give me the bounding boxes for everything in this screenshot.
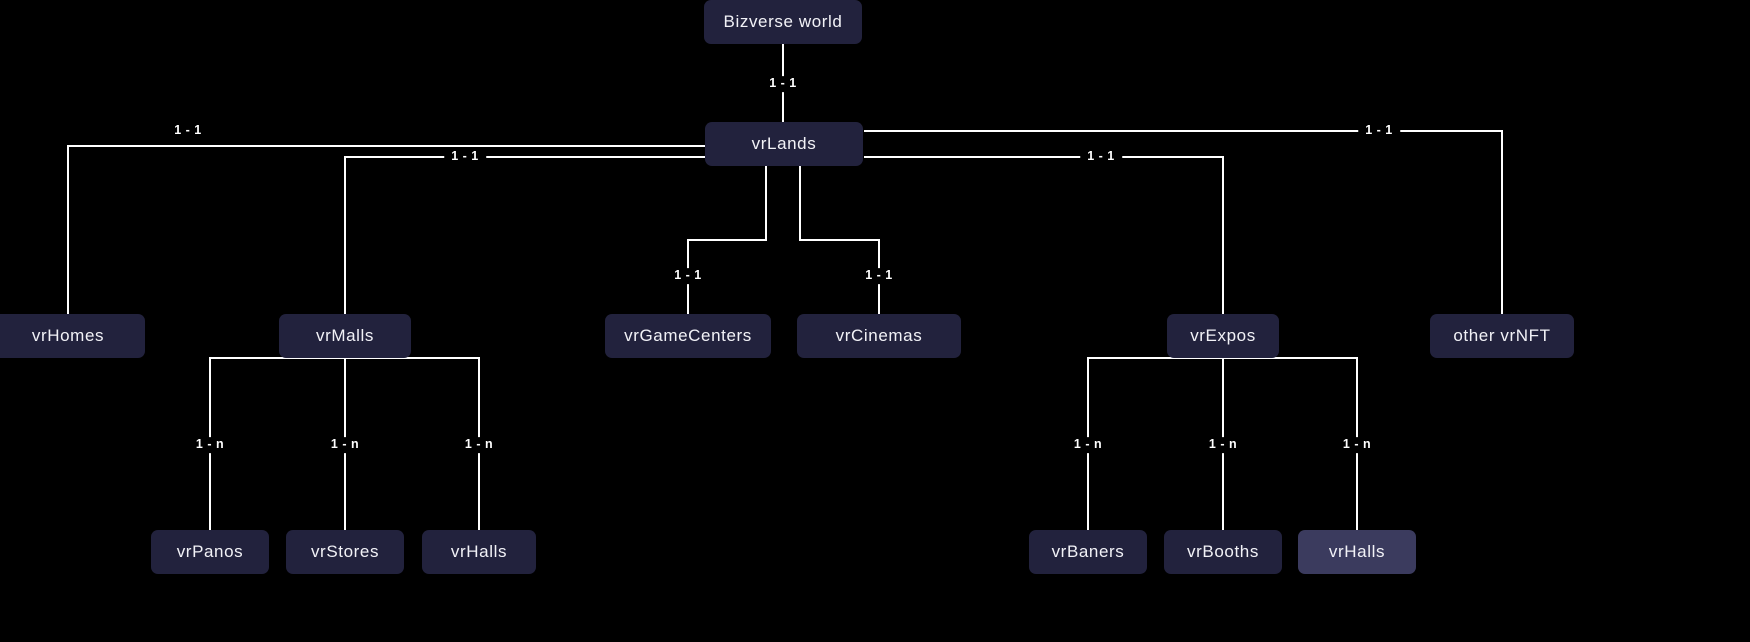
node-vrmalls[interactable]: vrMalls xyxy=(279,314,411,358)
edge-label-e-vrmalls-vrstores: 1 - n xyxy=(323,437,367,453)
node-vrbaners[interactable]: vrBaners xyxy=(1029,530,1147,574)
edge-label-e-vrlands-vrmalls: 1 - 1 xyxy=(444,149,486,165)
node-vrcinemas[interactable]: vrCinemas xyxy=(797,314,961,358)
connector-line xyxy=(67,145,784,336)
node-vrlands[interactable]: vrLands xyxy=(705,122,863,166)
edge-label-e-vrlands-vrhomes: 1 - 1 xyxy=(167,123,209,139)
node-label: vrPanos xyxy=(176,542,244,561)
node-vrgamecenters[interactable]: vrGameCenters xyxy=(605,314,771,358)
connector-line xyxy=(799,166,880,336)
node-vrhomes[interactable]: vrHomes xyxy=(0,314,145,358)
node-label: vrHalls xyxy=(450,542,508,561)
node-label: vrGameCenters xyxy=(624,326,752,345)
edge-label-e-bizverse-vrlands: 1 - 1 xyxy=(762,76,804,92)
connector-line xyxy=(345,357,480,552)
node-label: vrHomes xyxy=(31,326,105,345)
edge-label-e-vrlands-vrexpos: 1 - 1 xyxy=(1080,149,1122,165)
node-vrhalls_mall[interactable]: vrHalls xyxy=(422,530,536,574)
node-label: Bizverse world xyxy=(723,12,843,31)
node-label: vrMalls xyxy=(315,326,375,345)
node-vrbooths[interactable]: vrBooths xyxy=(1164,530,1282,574)
node-label: vrBaners xyxy=(1051,542,1125,561)
edge-label-e-vrlands-othervrnft: 1 - 1 xyxy=(1358,123,1400,139)
node-label: vrExpos xyxy=(1190,326,1256,345)
edge-label-e-vrlands-vrgamecenters: 1 - 1 xyxy=(667,268,709,284)
edge-label-e-vrmalls-vrpanos: 1 - n xyxy=(188,437,232,453)
connector-line xyxy=(1223,357,1358,552)
connector-line xyxy=(344,156,784,336)
edge-label-e-vrlands-vrcinemas: 1 - 1 xyxy=(858,268,900,284)
node-label: vrLands xyxy=(751,134,817,153)
connector-line xyxy=(864,156,1224,336)
node-vrstores[interactable]: vrStores xyxy=(286,530,404,574)
connector-line xyxy=(209,357,345,552)
node-label: vrCinemas xyxy=(835,326,923,345)
node-vrpanos[interactable]: vrPanos xyxy=(151,530,269,574)
node-othervrnft[interactable]: other vrNFT xyxy=(1430,314,1574,358)
edge-label-e-vrexpos-vrhalls: 1 - n xyxy=(1335,437,1379,453)
edge-label-e-vrexpos-vrbaners: 1 - n xyxy=(1066,437,1110,453)
node-label: vrStores xyxy=(310,542,380,561)
connector-line xyxy=(864,130,1503,336)
node-label: vrBooths xyxy=(1187,542,1259,561)
node-vrexpos[interactable]: vrExpos xyxy=(1167,314,1279,358)
edge-label-e-vrmalls-vrhalls: 1 - n xyxy=(457,437,501,453)
node-bizverse[interactable]: Bizverse world xyxy=(704,0,862,44)
node-vrhalls_expo[interactable]: vrHalls xyxy=(1298,530,1416,574)
connector-line xyxy=(687,166,767,336)
node-label: other vrNFT xyxy=(1453,326,1551,345)
connector-line xyxy=(1087,357,1223,552)
node-label: vrHalls xyxy=(1328,542,1386,561)
edge-label-e-vrexpos-vrbooths: 1 - n xyxy=(1201,437,1245,453)
